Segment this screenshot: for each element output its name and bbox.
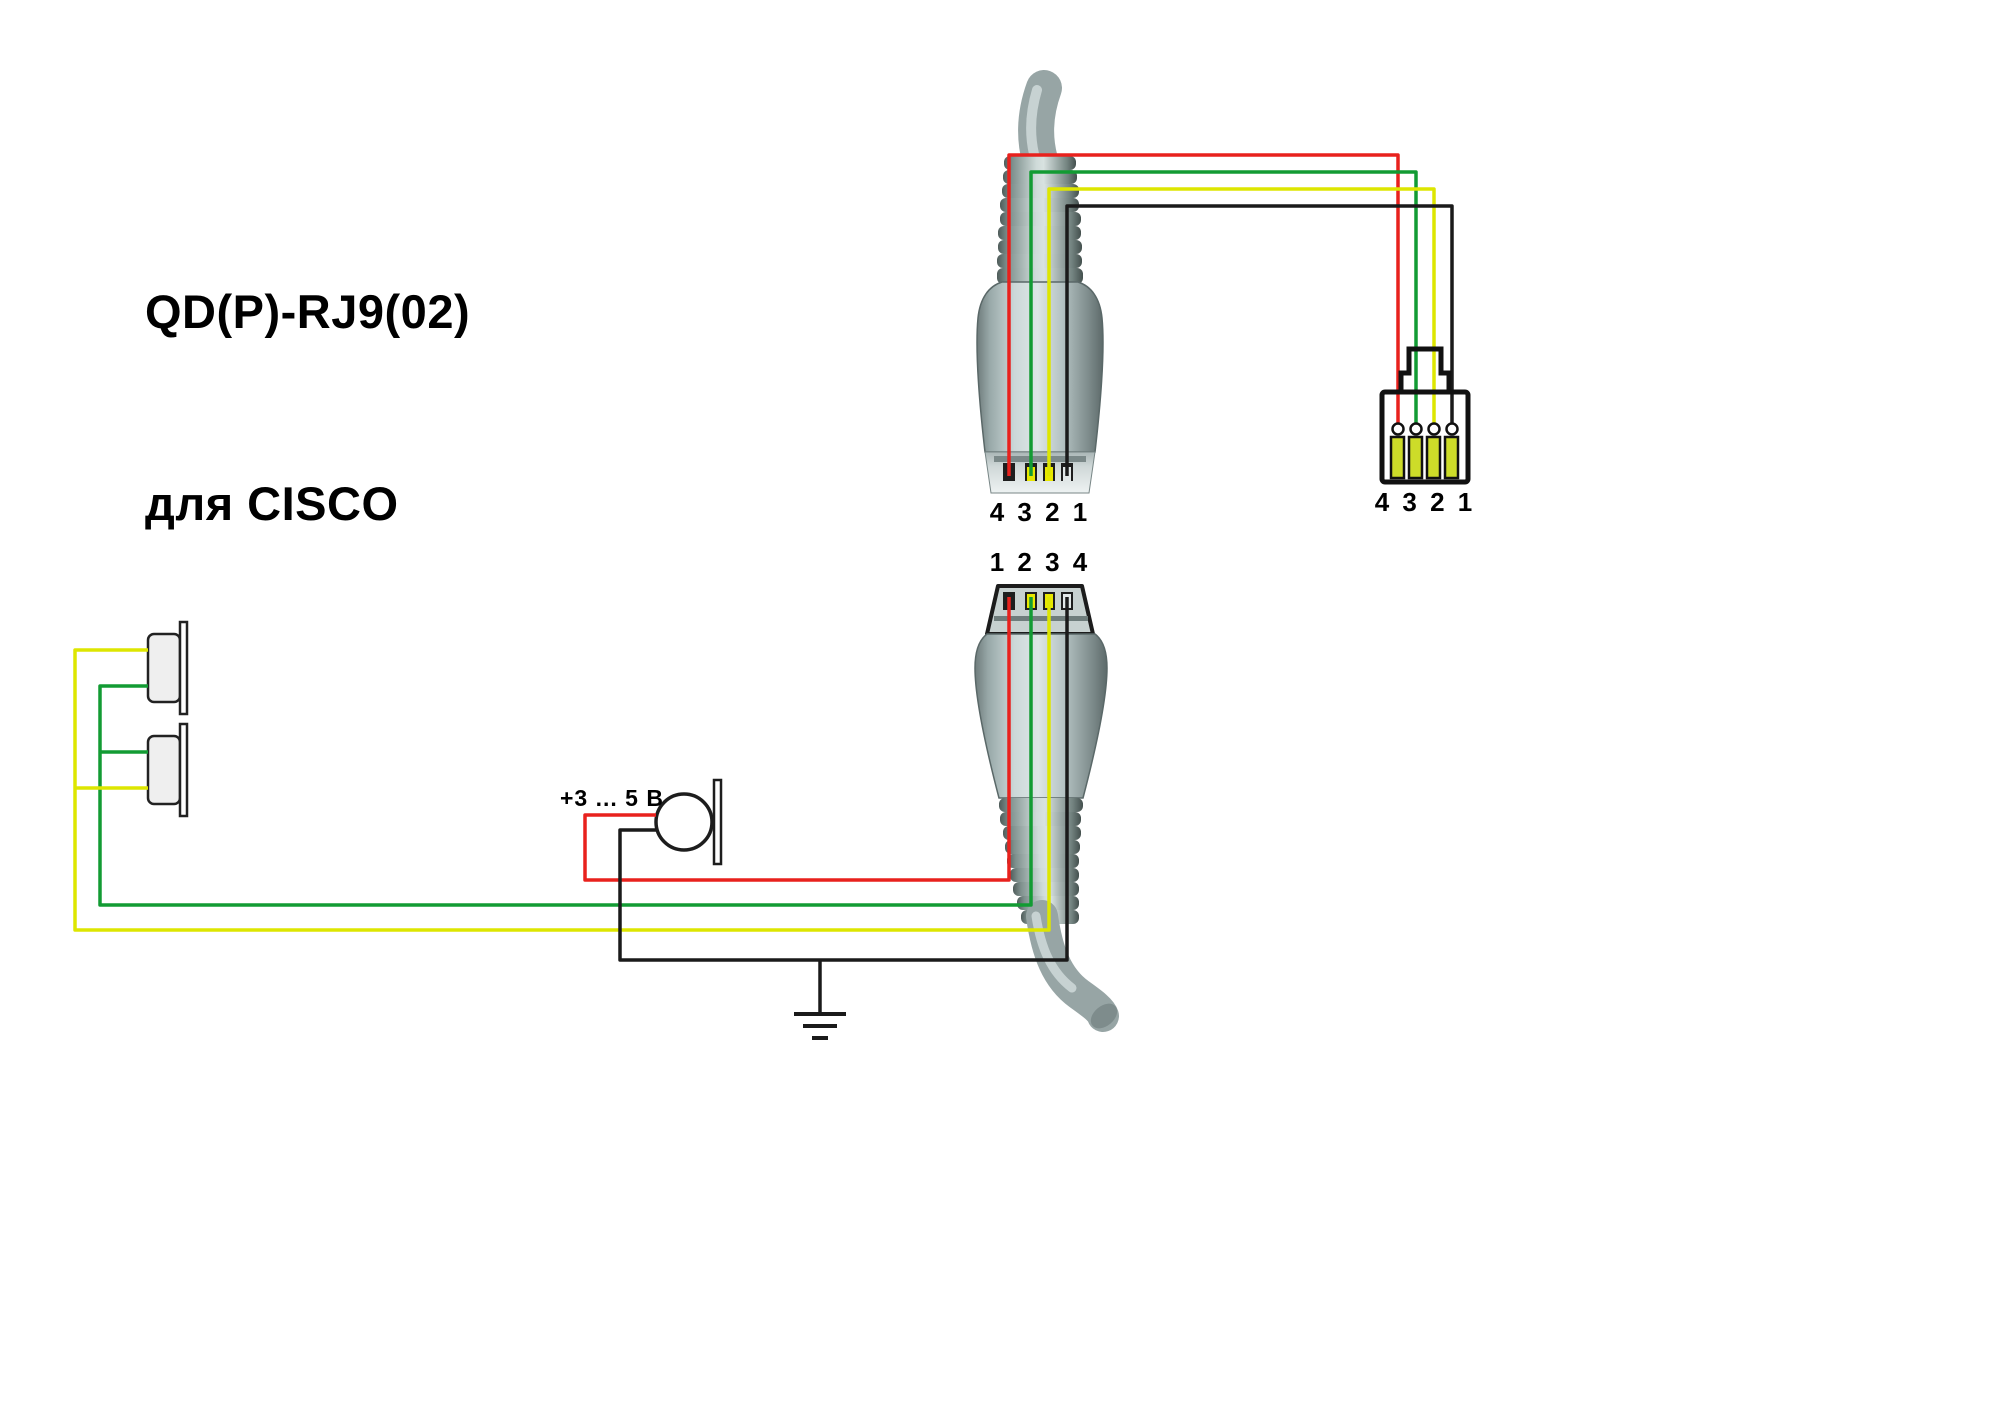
cable-bottom: [1026, 900, 1119, 1032]
mic-voltage-label: +3 ... 5 В: [560, 785, 664, 811]
wire-yellow-top: [1047, 187, 1436, 476]
rj9-latch: [1398, 346, 1452, 393]
microphone-icon: [654, 778, 723, 866]
cable-top: [1018, 70, 1062, 178]
mic-membrane: [712, 778, 723, 866]
qd-connector-top: [976, 70, 1104, 494]
wire-red-top: [1007, 153, 1400, 476]
qd-contact-face-top: [984, 451, 1096, 494]
rj9-pin: [1443, 435, 1460, 480]
rj9-pin-label: 4 3 2 1: [1374, 487, 1476, 517]
rj9-pins: [1389, 435, 1460, 480]
rj9-pin: [1425, 435, 1442, 480]
wire-green-bottom: [98, 597, 1033, 907]
wire-yellow-bottom: [73, 597, 1051, 932]
rj9-body-outline: [1379, 389, 1471, 485]
title-line-2: для CISCO: [145, 477, 399, 530]
rj9-connector: [1379, 346, 1471, 485]
wire-green-top: [1029, 170, 1418, 476]
qd-body-bottom: [974, 633, 1108, 799]
qd-bottom-pin-label: 1 2 3 4: [989, 547, 1091, 577]
strain-relief-top: [997, 156, 1083, 284]
speaker-bottom-icon: [146, 722, 189, 818]
qd-contact-face-bottom: [985, 584, 1095, 636]
qd-top-pin-label: 4 3 2 1: [989, 497, 1091, 527]
rj9-pin: [1389, 435, 1406, 480]
rj9-pin-holes: [1391, 422, 1459, 436]
qd-body-top: [976, 281, 1104, 453]
strain-relief-bottom: [999, 798, 1083, 924]
title-line-1: QD(P)-RJ9(02): [145, 285, 471, 338]
speaker-top-icon: [146, 620, 189, 716]
ground-icon: [794, 1012, 846, 1040]
rj9-pin: [1407, 435, 1424, 480]
wire-red-bottom: [583, 597, 1011, 882]
wire-black-top: [1065, 204, 1454, 476]
wire-black-bottom: [618, 597, 1069, 962]
diagram-title: QD(P)-RJ9(02) для CISCO: [145, 152, 470, 600]
